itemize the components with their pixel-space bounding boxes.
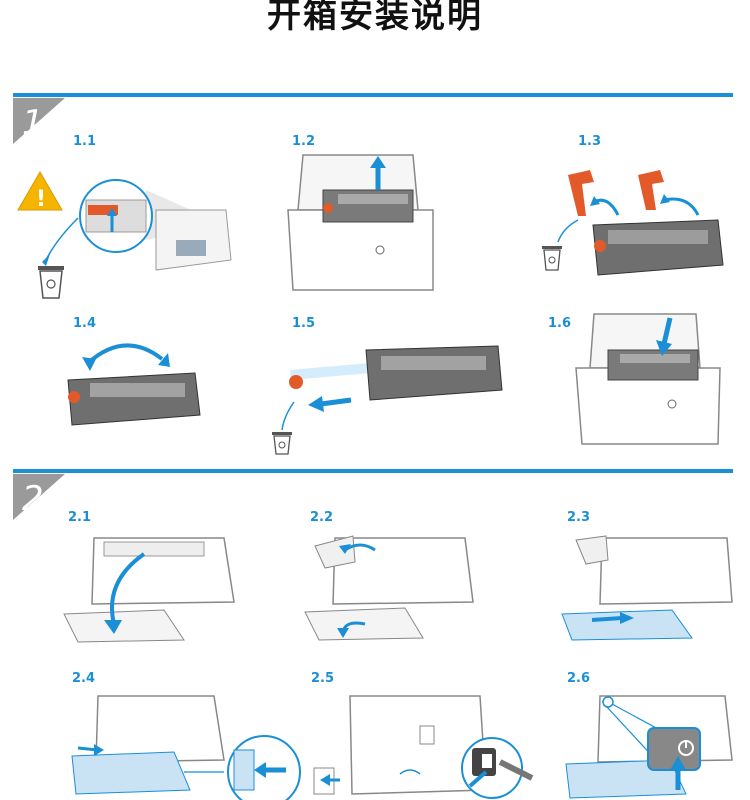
- step-1-2-label: 1.2: [292, 134, 316, 149]
- step-2-3-label: 2.3: [567, 510, 591, 525]
- svg-text:!: !: [36, 187, 46, 212]
- power-icon: [678, 740, 694, 756]
- step-2-5-label: 2.5: [311, 671, 335, 686]
- step-1-3-label: 1.3: [578, 134, 602, 149]
- step-1-1-illustration: !: [16, 170, 246, 310]
- step-1-6-illustration: [572, 310, 727, 450]
- step-1-6-label: 1.6: [548, 316, 572, 331]
- section-2-rule: [13, 469, 733, 473]
- warning-icon: !: [17, 171, 63, 212]
- recycle-bin-icon: [38, 266, 64, 299]
- step-1-5-illustration: [266, 344, 506, 459]
- step-1-1-label: 1.1: [73, 134, 97, 149]
- step-2-2-illustration: [304, 532, 480, 647]
- step-1-5-label: 1.5: [292, 316, 316, 331]
- step-1-2-illustration: [283, 150, 443, 295]
- step-2-1-illustration: [63, 532, 239, 647]
- step-2-3-illustration: [561, 532, 737, 647]
- step-2-6-illustration: [560, 690, 740, 800]
- step-1-4-label: 1.4: [73, 316, 97, 331]
- section-1-badge: 1: [13, 98, 65, 144]
- step-2-4-illustration: [64, 690, 301, 800]
- step-2-1-label: 2.1: [68, 510, 92, 525]
- svg-text:2: 2: [22, 479, 44, 519]
- step-2-6-label: 2.6: [567, 671, 591, 686]
- step-2-2-label: 2.2: [310, 510, 334, 525]
- step-2-4-label: 2.4: [72, 671, 96, 686]
- step-1-3-illustration: [538, 170, 728, 280]
- svg-text:1: 1: [22, 103, 44, 143]
- section-1-rule: [13, 93, 733, 97]
- step-2-5-illustration: [300, 690, 540, 800]
- hp-logo-icon: [375, 245, 385, 255]
- step-1-4-illustration: [60, 335, 210, 430]
- section-2-badge: 2: [13, 474, 65, 520]
- page-title: 开箱安装说明: [267, 0, 483, 36]
